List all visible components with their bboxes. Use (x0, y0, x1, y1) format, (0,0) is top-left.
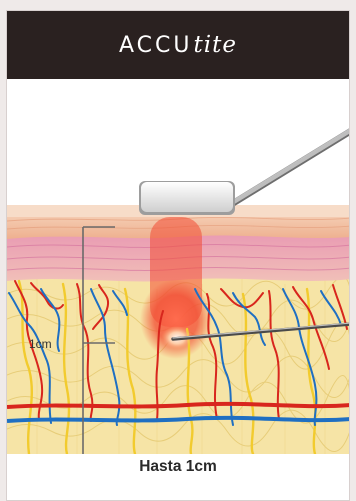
accutite-card: ACCUtite (6, 10, 350, 501)
depth-scale-label: 1cm (29, 337, 52, 351)
deep-artery (7, 404, 350, 407)
handpiece-icon (139, 130, 350, 215)
brand-name-main: ACCU (119, 33, 193, 58)
deep-vein (7, 418, 350, 421)
brand-name-sub: tite (194, 32, 237, 58)
skin-cross-section-illustration (7, 79, 350, 454)
brand-header: ACCUtite (7, 11, 349, 79)
depth-caption: Hasta 1cm (7, 458, 349, 476)
